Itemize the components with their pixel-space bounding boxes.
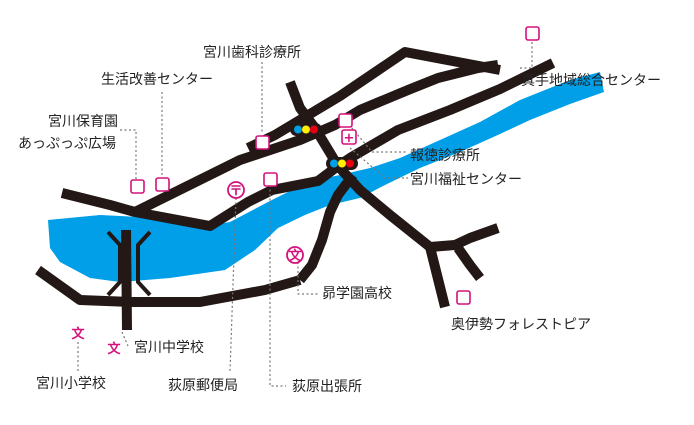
leader-hotoku: [345, 120, 408, 153]
label-seikatsu: 生活改善センター: [101, 72, 213, 88]
label-subaru: 昴学園高校: [322, 285, 392, 302]
road-south-link: [296, 172, 357, 284]
post-office-symbol: 〒: [229, 184, 242, 199]
school-icon[interactable]: 文: [286, 246, 304, 264]
leader-hoikuen: [120, 129, 137, 180]
high-school-symbol: 文: [288, 248, 302, 264]
facility-square-icon[interactable]: [263, 172, 278, 187]
label-appuppu: あっぷっぷ広場: [18, 136, 116, 152]
label-hoikuen: 宮川保育園: [48, 114, 118, 130]
label-shinte: 真手地域総合センター: [521, 73, 661, 89]
leader-shutchojo: [269, 185, 286, 387]
facility-square-icon[interactable]: [255, 135, 270, 150]
label-yubinkyoku: 荻原郵便局: [168, 378, 238, 394]
traffic-light-icon: [290, 123, 322, 136]
facility-square-icon[interactable]: [525, 26, 540, 41]
hospital-symbol: +: [344, 131, 355, 146]
school-icon[interactable]: 文: [107, 341, 121, 357]
leader-fukushi: [349, 147, 408, 179]
label-hotoku: 報徳診療所: [410, 147, 480, 164]
road-top-loop: [245, 47, 501, 153]
road-south: [35, 265, 302, 307]
road-upper-arterial: [132, 60, 499, 217]
label-okuise: 奥伊勢フォレストピア: [451, 316, 591, 333]
leader-yubinkyoku: [229, 197, 237, 373]
road-forestpia-branch: [453, 245, 484, 282]
road-north-spur: [285, 80, 343, 169]
facility-square-icon[interactable]: [338, 113, 353, 128]
facility-square-icon[interactable]: [155, 177, 170, 192]
road-main-north: [60, 162, 341, 231]
traffic-light-icon: [326, 157, 358, 170]
label-fukushi: 宮川福祉センター: [410, 172, 522, 188]
bridge-right: [136, 230, 152, 297]
label-shutchojo: 荻原出張所: [292, 379, 362, 395]
river: [48, 72, 604, 282]
road-forestpia: [425, 245, 450, 309]
leader-subaru: [297, 262, 318, 295]
bridge-left: [106, 230, 122, 297]
facility-square-icon[interactable]: [130, 179, 145, 194]
facility-square-icon[interactable]: [456, 290, 471, 305]
hospital-icon[interactable]: +: [341, 129, 357, 146]
label-shika: 宮川歯科診療所: [203, 44, 301, 61]
school-icon[interactable]: 文: [71, 326, 85, 342]
label-chugakko: 宮川中学校: [134, 339, 204, 356]
leader-chugakko: [121, 331, 129, 347]
post-office-icon[interactable]: 〒: [227, 181, 245, 199]
road-school-spur: [121, 229, 132, 331]
leader-shinte: [520, 42, 533, 69]
label-shogakko: 宮川小学校: [36, 375, 106, 392]
